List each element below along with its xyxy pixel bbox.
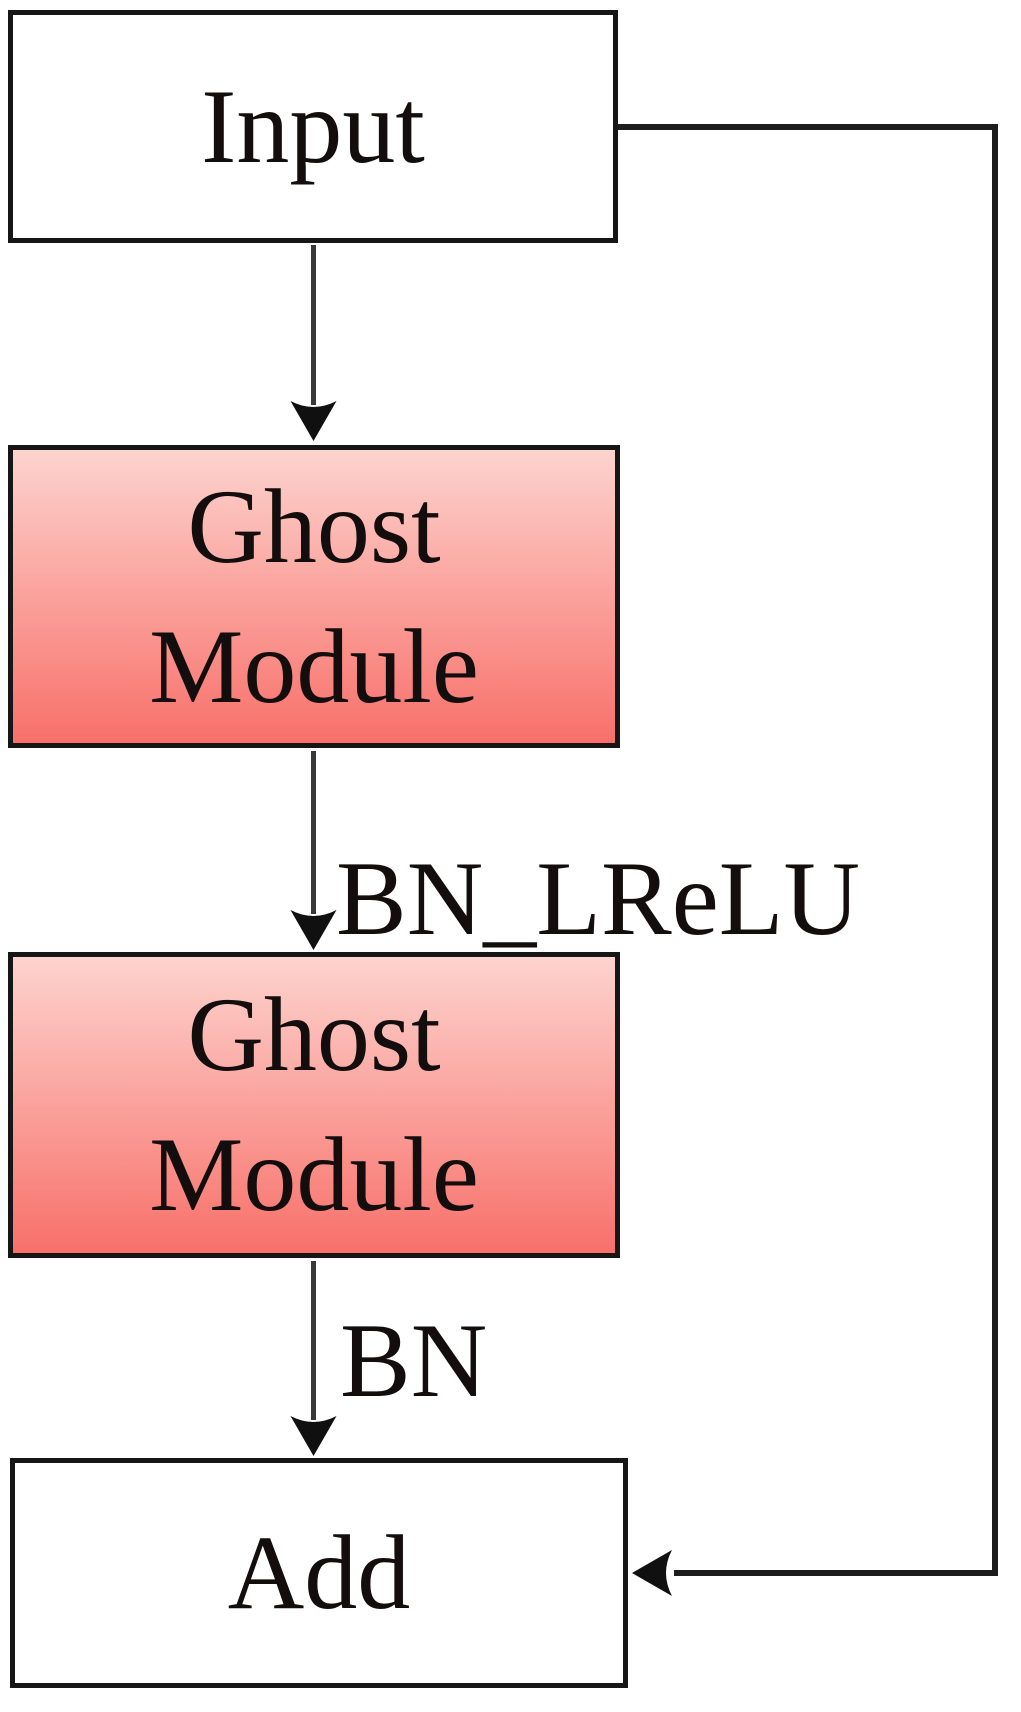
- arrowhead-ghost-module-2-to-add: [290, 1416, 337, 1456]
- node-ghost-module-1: Ghost Module: [8, 445, 620, 748]
- node-input-label: Input: [201, 67, 425, 185]
- node-ghost-module-1-label-line1: Ghost: [187, 467, 441, 585]
- node-ghost-module-2: Ghost Module: [8, 952, 620, 1258]
- node-input: Input: [8, 10, 618, 243]
- node-add: Add: [10, 1458, 628, 1688]
- node-ghost-module-2-label-line1: Ghost: [187, 976, 441, 1094]
- arrowhead-input-to-ghost-module-1: [290, 401, 337, 441]
- node-ghost-module-1-label-line2: Module: [149, 607, 479, 725]
- edge-label-bn-lrelu: BN_LReLU: [336, 840, 861, 957]
- node-ghost-module-2-label-line2: Module: [149, 1116, 479, 1233]
- edge-label-bn: BN: [340, 1302, 488, 1419]
- arrowhead-skip-connection-to-add: [632, 1550, 672, 1596]
- node-add-label: Add: [227, 1514, 411, 1631]
- arrowhead-ghost-module-1-to-ghost-module-2: [290, 910, 337, 950]
